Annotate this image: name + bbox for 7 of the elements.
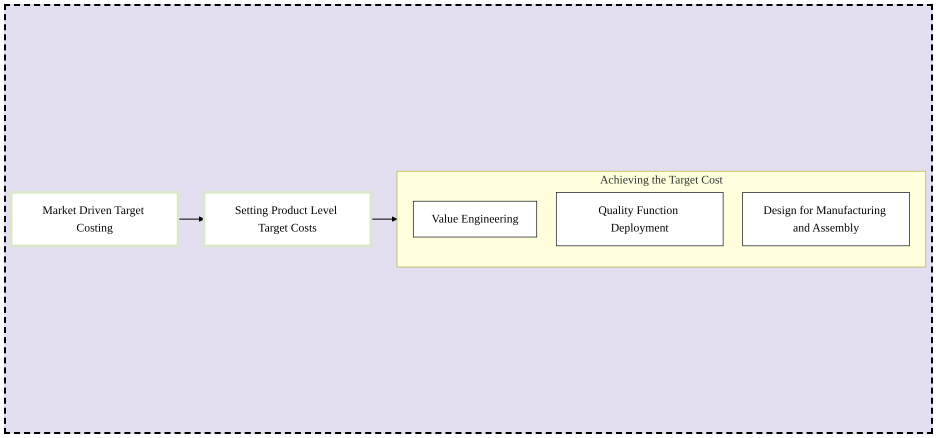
arrow xyxy=(178,216,204,222)
node-box: Market Driven Target Costing xyxy=(10,190,180,248)
node-box: Value Engineering xyxy=(412,200,538,238)
node-box: Quality Function Deployment xyxy=(556,192,724,246)
node-box: Setting Product Level Target Costs xyxy=(202,190,372,248)
arrow xyxy=(370,216,398,222)
node-box: Design for Manufacturing and Assembly xyxy=(742,192,910,246)
